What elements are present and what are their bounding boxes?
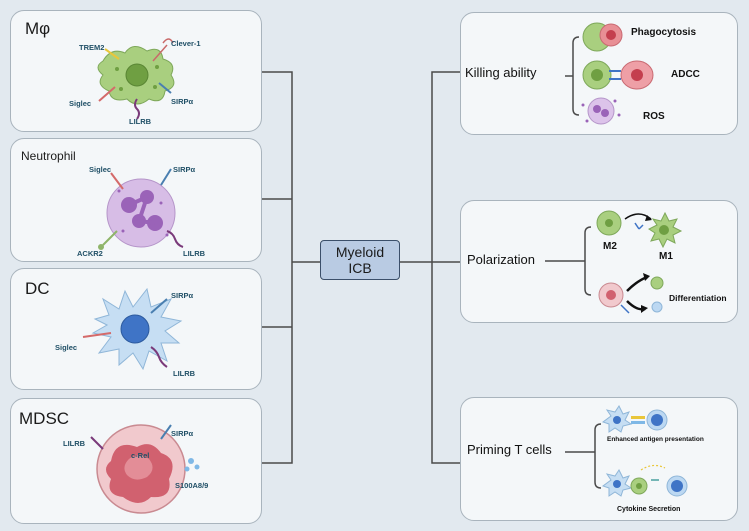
neutrophil-icon [98,168,184,250]
macrophage-panel: Mφ TREM2 Clever-1 Siglec SIRPα LILRB [10,10,262,132]
dc-label-siglec: Siglec [55,343,78,352]
myeloid-icb-box: Myeloid ICB [320,240,400,280]
mdsc-panel: MDSC LILRB SIRPα c-Rel S100A8/9 [10,398,262,524]
mdsc-label-crel: c-Rel [131,451,150,460]
neutrophil-label-lilrb: LILRB [183,249,206,258]
dc-title: DC [25,279,50,298]
center-line-1: Myeloid [335,244,385,260]
macrophage-label-trem2: TREM2 [79,43,105,52]
mdsc-label-s100a89: S100A8/9 [175,481,209,490]
neutrophil-label-ackr2: ACKR2 [77,249,103,258]
neutrophil-title: Neutrophil [21,149,76,163]
mdsc-label-sirpa: SIRPα [171,429,194,438]
neutrophil-label-siglec: Siglec [89,165,112,174]
killing-label-adcc: ADCC [671,69,700,80]
macrophage-label-siglec: Siglec [69,99,92,108]
macrophage-label-lilrb: LILRB [129,117,152,126]
dc-label-lilrb: LILRB [173,369,196,378]
mdsc-title: MDSC [19,409,70,428]
macrophage-label-sirpa: SIRPα [171,97,194,106]
neutrophil-panel: Neutrophil Siglec SIRPα ACKR2 LILRB [10,138,262,262]
killing-illustration [565,22,654,125]
dc-icon [82,287,183,371]
polarization-label-m2: M2 [603,241,617,252]
dc-panel: DC SIRPα Siglec LILRB [10,268,262,390]
polarization-title: Polarization [467,252,535,267]
center-line-2: ICB [348,260,372,276]
polarization-label-differentiation: Differentiation [669,293,727,303]
polarization-panel: Polarization M2 M1 Differentiation [460,200,738,323]
macrophage-icon [97,38,175,120]
polarization-label-m1: M1 [659,251,673,262]
priming-panel: Priming T cells Enhanced antigen present… [460,397,738,521]
mdsc-label-lilrb: LILRB [63,439,86,448]
killing-label-phagocytosis: Phagocytosis [631,27,697,38]
priming-label-cytokine-secretion: Cytokine Secretion [617,506,681,513]
neutrophil-label-sirpa: SIRPα [173,165,196,174]
mdsc-icon [90,424,200,514]
killing-title: Killing ability [465,65,537,80]
killing-label-ros: ROS [643,111,665,122]
macrophage-title: Mφ [25,19,51,38]
priming-title: Priming T cells [467,442,552,457]
priming-illustration [565,405,688,497]
macrophage-label-clever1: Clever-1 [171,39,201,48]
polarization-illustration [545,210,683,314]
killing-panel: Killing ability Phagocytosis ADCC ROS [460,12,738,135]
dc-label-sirpa: SIRPα [171,291,194,300]
priming-label-antigen-presentation: Enhanced antigen presentation [607,436,704,443]
